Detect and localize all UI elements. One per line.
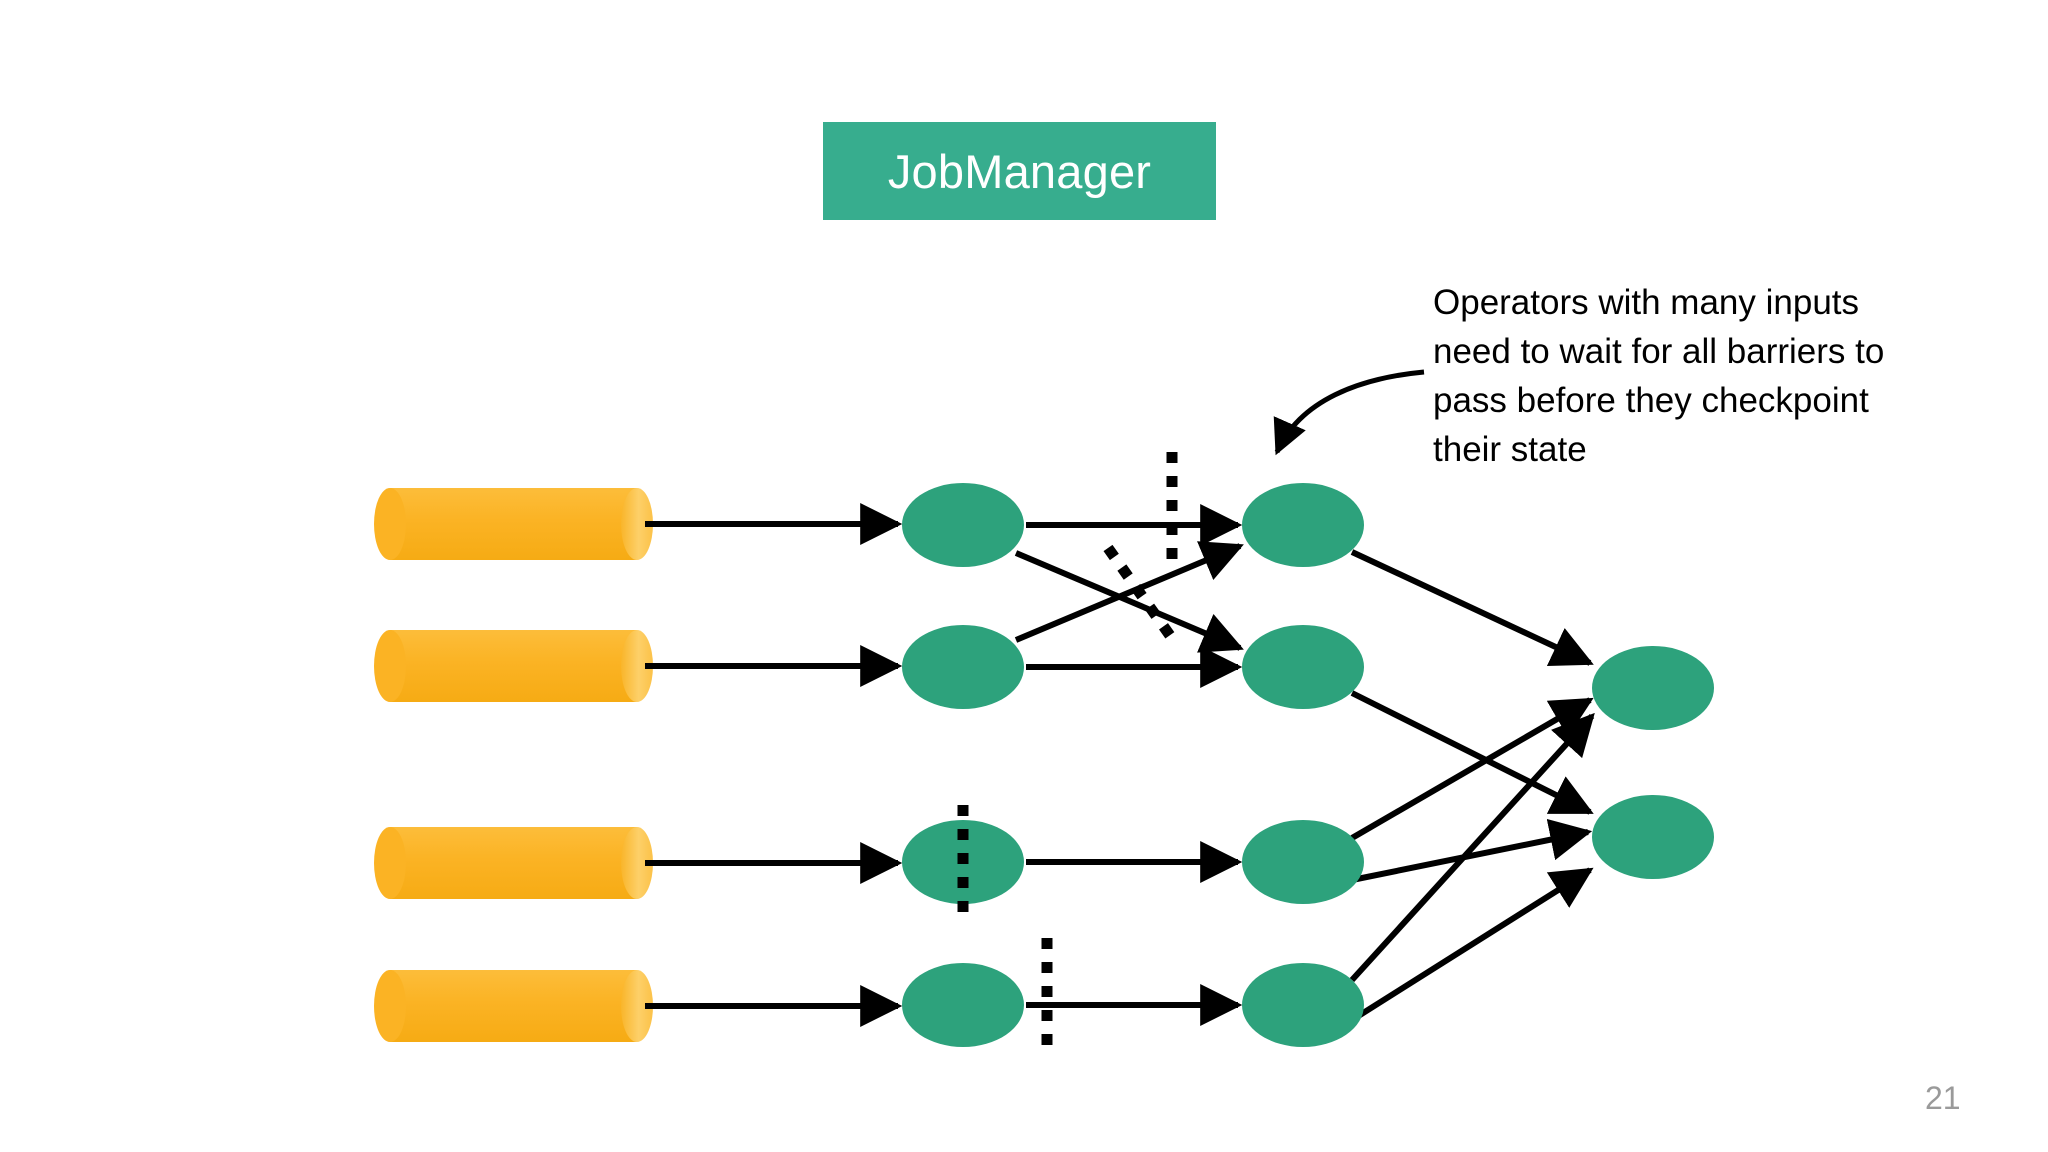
edge-op3-1-op4-1 <box>1350 549 1594 667</box>
source-cylinder-3 <box>374 827 653 899</box>
operator-node-op2-2[interactable] <box>902 625 1024 709</box>
annotation-line-4: their state <box>1433 430 1587 469</box>
edge-op2-1-op3-2 <box>1014 550 1244 653</box>
edge-op3-3-op4-2 <box>1351 818 1593 883</box>
operator-node-op4-2[interactable] <box>1592 795 1714 879</box>
operator-node-op3-3[interactable] <box>1242 820 1364 904</box>
jobmanager-label: JobManager <box>887 144 1152 198</box>
edge-op3-4-op4-2 <box>1350 867 1594 1023</box>
source-cylinder-2 <box>374 630 653 702</box>
annotation-text: Operators with many inputs need to wait … <box>1433 278 1973 474</box>
operator-node-op4-1[interactable] <box>1592 646 1714 730</box>
operator-node-op3-4[interactable] <box>1242 963 1364 1047</box>
operator-node-op3-1[interactable] <box>1242 483 1364 567</box>
edge-op3-4-op4-1 <box>1349 712 1595 983</box>
operator-node-op2-4[interactable] <box>902 963 1024 1047</box>
edge-op3-2-op4-2 <box>1350 690 1594 815</box>
page-number: 21 <box>1925 1080 1961 1116</box>
checkpoint-barrier-2 <box>1103 544 1181 648</box>
annotation-line-3: pass before they checkpoint <box>1433 381 1869 420</box>
operator-node-op2-1[interactable] <box>902 483 1024 567</box>
annotation-curved-arrow-icon <box>1273 369 1425 456</box>
edge-op2-2-op3-1 <box>1014 541 1244 643</box>
annotation-line-2: need to wait for all barriers to <box>1433 332 1885 371</box>
operator-node-op3-2[interactable] <box>1242 625 1364 709</box>
annotation-line-1: Operators with many inputs <box>1433 283 1860 322</box>
jobmanager-box[interactable]: JobManager <box>823 122 1216 220</box>
edge-op3-3-op4-1 <box>1350 697 1594 841</box>
source-cylinder-1 <box>374 488 653 560</box>
source-cylinder-4 <box>374 970 653 1042</box>
